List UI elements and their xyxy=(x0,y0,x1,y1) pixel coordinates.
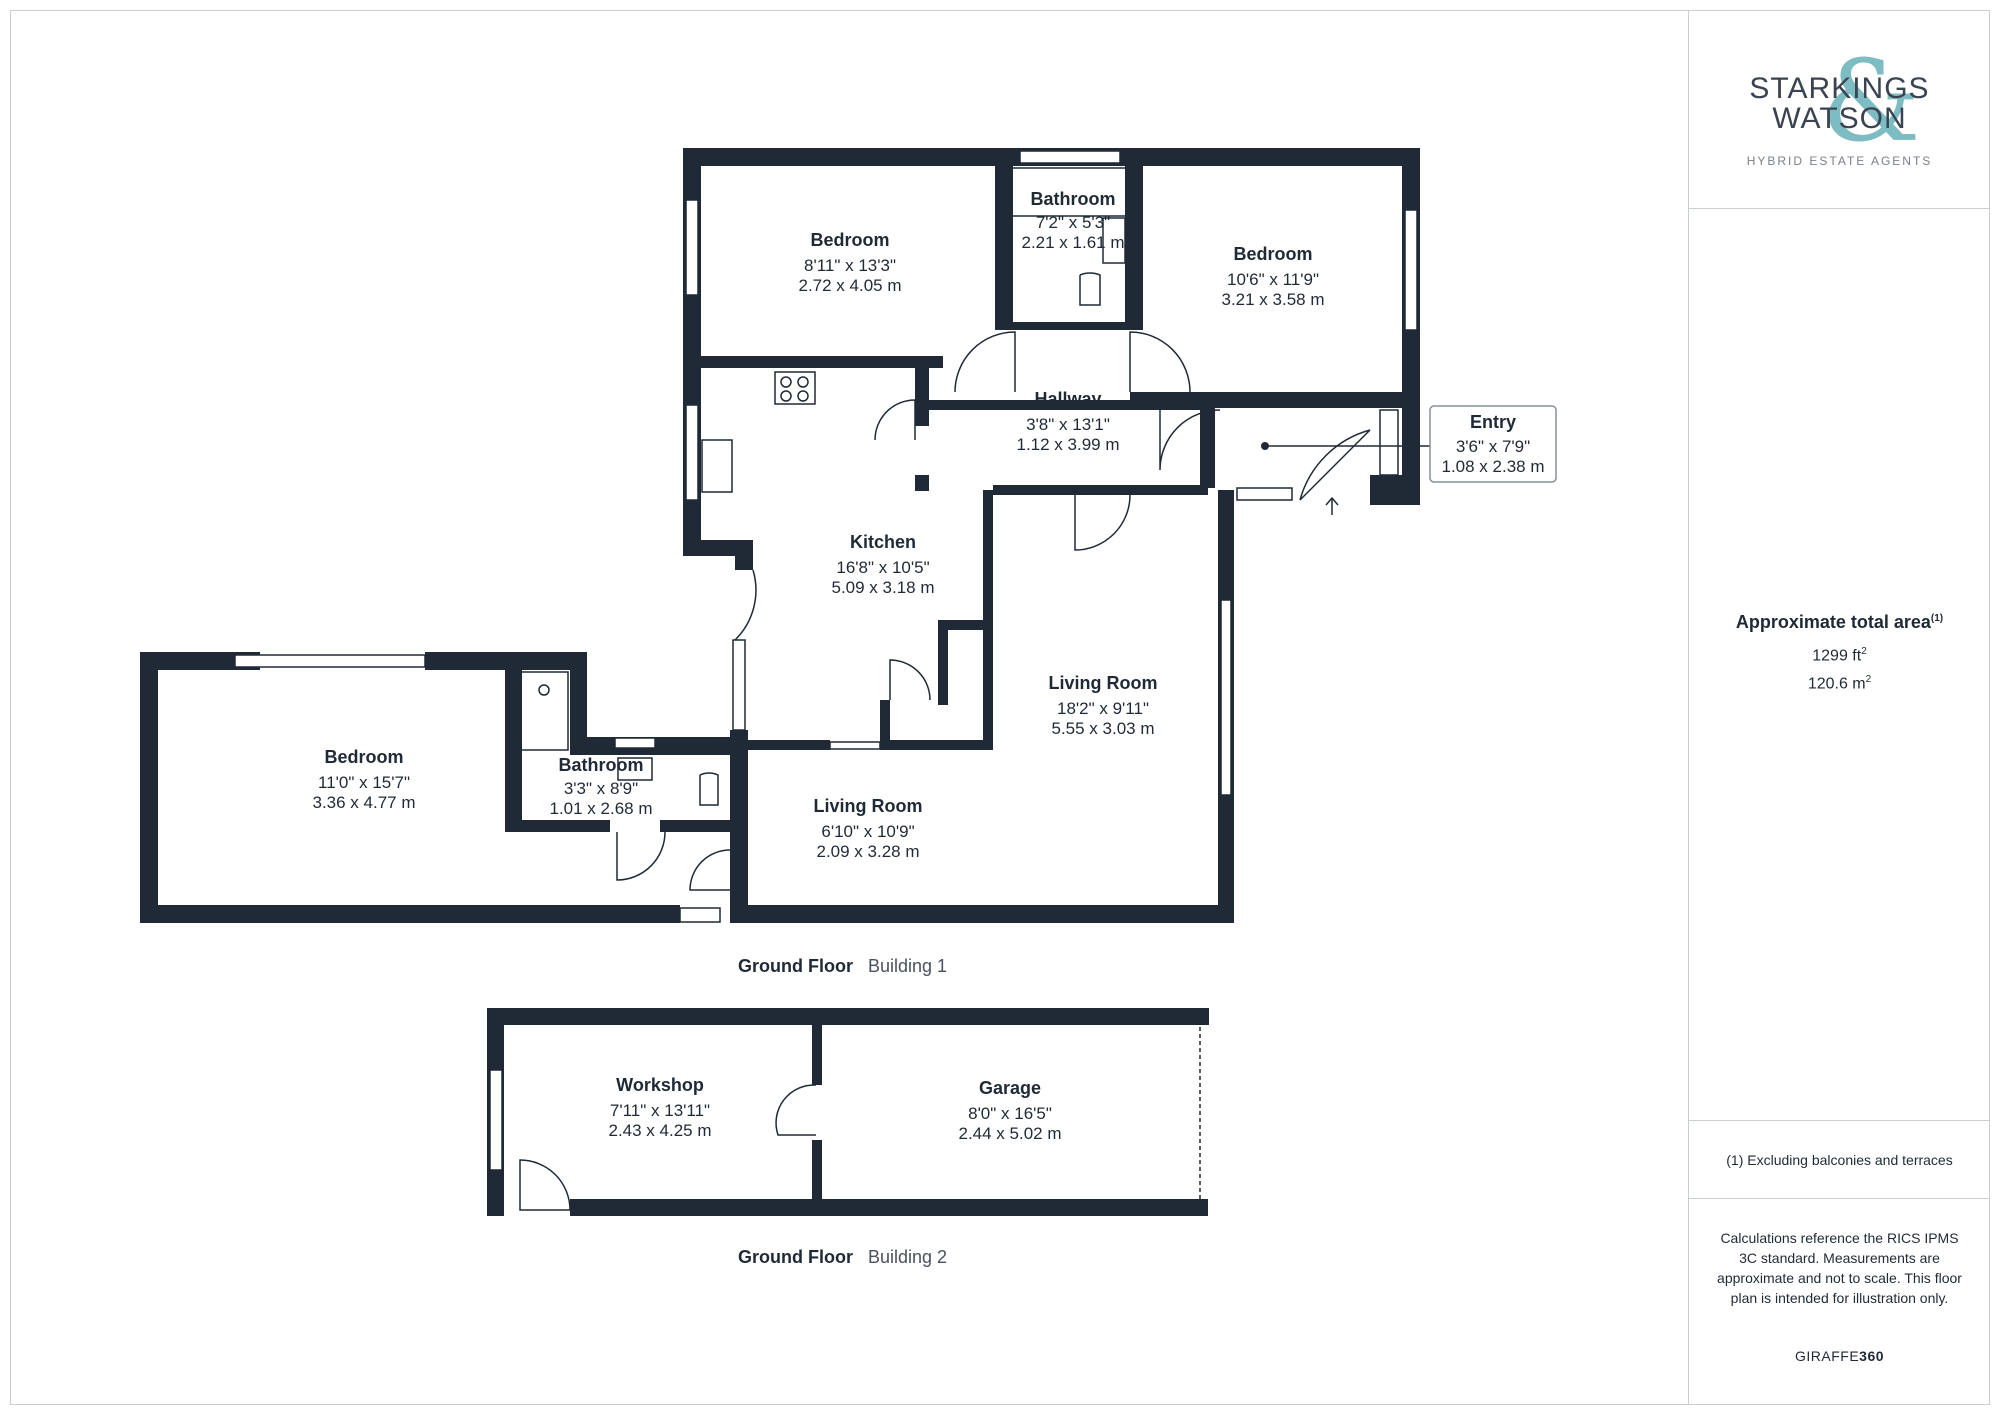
room-imperial: 7'11" x 13'11" xyxy=(610,1101,710,1120)
room-metric: 1.12 x 3.99 m xyxy=(1016,435,1119,454)
room-name: Bedroom xyxy=(324,747,403,767)
room-name: Living Room xyxy=(1049,673,1158,693)
divider xyxy=(1689,1120,1990,1121)
room-garage: Garage 8'0" x 16'5" 2.44 x 5.02 m xyxy=(958,1078,1061,1143)
room-metric: 1.08 x 2.38 m xyxy=(1441,457,1544,476)
room-imperial: 18'2" x 9'11" xyxy=(1057,699,1149,718)
room-kitchen: Kitchen 16'8" x 10'5" 5.09 x 3.18 m xyxy=(831,532,934,597)
building-name: Building 1 xyxy=(868,956,947,976)
room-living-room-1: Living Room 18'2" x 9'11" 5.55 x 3.03 m xyxy=(1049,673,1158,738)
room-name: Hallway xyxy=(1034,389,1101,409)
footnote-marker: (1) xyxy=(1930,613,1944,624)
room-bedroom-2: Bedroom 10'6" x 11'9" 3.21 x 3.58 m xyxy=(1221,244,1324,309)
room-name: Workshop xyxy=(616,1075,704,1095)
square-marker: 2 xyxy=(1861,646,1867,657)
divider xyxy=(1689,1198,1990,1199)
room-name: Bathroom xyxy=(559,755,644,775)
doors xyxy=(519,331,1371,1211)
floor-name: Ground Floor xyxy=(738,1247,853,1267)
total-area-ft: 1299 ft2 xyxy=(1689,646,1990,665)
room-metric: 1.01 x 2.68 m xyxy=(549,799,652,818)
room-metric: 3.36 x 4.77 m xyxy=(312,793,415,812)
room-bathroom-2: Bathroom 3'3" x 8'9" 1.01 x 2.68 m xyxy=(549,755,652,818)
room-metric: 2.09 x 3.28 m xyxy=(816,842,919,861)
disclaimer: Calculations reference the RICS IPMS 3C … xyxy=(1717,1230,1962,1306)
room-imperial: 3'6" x 7'9" xyxy=(1456,437,1530,456)
room-bedroom-1: Bedroom 8'11" x 13'3" 2.72 x 4.05 m xyxy=(798,230,901,295)
room-imperial: 3'8" x 13'1" xyxy=(1026,415,1110,434)
total-area-m: 120.6 m2 xyxy=(1689,674,1990,693)
fixtures xyxy=(519,167,1201,1200)
room-imperial: 8'0" x 16'5" xyxy=(968,1104,1052,1123)
floor-name: Ground Floor xyxy=(738,956,853,976)
room-imperial: 3'3" x 8'9" xyxy=(564,779,638,798)
room-name: Bedroom xyxy=(810,230,889,250)
footnote: (1) Excluding balconies and terraces xyxy=(1726,1152,1953,1168)
building-name: Building 2 xyxy=(868,1247,947,1267)
room-imperial: 10'6" x 11'9" xyxy=(1227,270,1319,289)
room-metric: 2.44 x 5.02 m xyxy=(958,1124,1061,1143)
room-imperial: 11'0" x 15'7" xyxy=(318,773,410,792)
page-frame xyxy=(10,10,1990,1405)
room-name: Bedroom xyxy=(1233,244,1312,264)
logo-line-1: STARKINGS xyxy=(1749,72,1930,105)
area-m-value: 120.6 m xyxy=(1807,675,1866,693)
room-name: Kitchen xyxy=(850,532,916,552)
room-bedroom-3: Bedroom 11'0" x 15'7" 3.36 x 4.77 m xyxy=(312,747,415,812)
room-name: Entry xyxy=(1470,412,1516,432)
room-name: Bathroom xyxy=(1031,189,1116,209)
total-area-label: Approximate total area xyxy=(1735,612,1931,632)
room-metric: 2.21 x 1.61 m xyxy=(1021,233,1124,252)
room-metric: 5.09 x 3.18 m xyxy=(831,578,934,597)
room-metric: 2.72 x 4.05 m xyxy=(798,276,901,295)
room-imperial: 6'10" x 10'9" xyxy=(821,822,914,841)
room-imperial: 8'11" x 13'3" xyxy=(804,256,896,275)
entry-arrow-icon xyxy=(1325,496,1339,515)
square-marker: 2 xyxy=(1865,674,1872,685)
area-ft-value: 1299 ft xyxy=(1812,647,1862,665)
credit-part-2: 360 xyxy=(1859,1348,1885,1364)
room-imperial: 7'2" x 5'3" xyxy=(1036,213,1110,232)
floor-label-building-2: Ground Floor Building 2 xyxy=(738,1247,947,1267)
room-imperial: 16'8" x 10'5" xyxy=(836,558,929,577)
room-metric: 5.55 x 3.03 m xyxy=(1051,719,1154,738)
credit-part-1: GIRAFFE xyxy=(1794,1348,1860,1364)
entry-callout xyxy=(1261,405,1557,483)
total-area-title: Approximate total area(1) xyxy=(1689,612,1990,633)
logo-tagline: HYBRID ESTATE AGENTS xyxy=(1746,154,1933,168)
room-name: Living Room xyxy=(814,796,923,816)
room-entry: Entry 3'6" x 7'9" 1.08 x 2.38 m xyxy=(1441,412,1544,476)
windows xyxy=(234,150,1418,1171)
divider xyxy=(1689,208,1990,209)
room-bathroom-1: Bathroom 7'2" x 5'3" 2.21 x 1.61 m xyxy=(1021,189,1124,252)
room-hallway: Hallway 3'8" x 13'1" 1.12 x 3.99 m xyxy=(1016,389,1119,454)
floor-label-building-1: Ground Floor Building 1 xyxy=(738,956,947,976)
logo-ampersand: & xyxy=(1821,37,1921,167)
room-workshop: Workshop 7'11" x 13'11" 2.43 x 4.25 m xyxy=(608,1075,711,1140)
room-metric: 2.43 x 4.25 m xyxy=(608,1121,711,1140)
info-sidebar: & STARKINGS WATSON HYBRID ESTATE AGENTS … xyxy=(1688,10,1990,1405)
logo-line-2: WATSON xyxy=(1772,102,1907,135)
room-metric: 3.21 x 3.58 m xyxy=(1221,290,1324,309)
room-living-room-2: Living Room 6'10" x 10'9" 2.09 x 3.28 m xyxy=(814,796,923,861)
room-name: Garage xyxy=(979,1078,1041,1098)
giraffe360-credit: GIRAFFE360 xyxy=(1689,1348,1990,1364)
